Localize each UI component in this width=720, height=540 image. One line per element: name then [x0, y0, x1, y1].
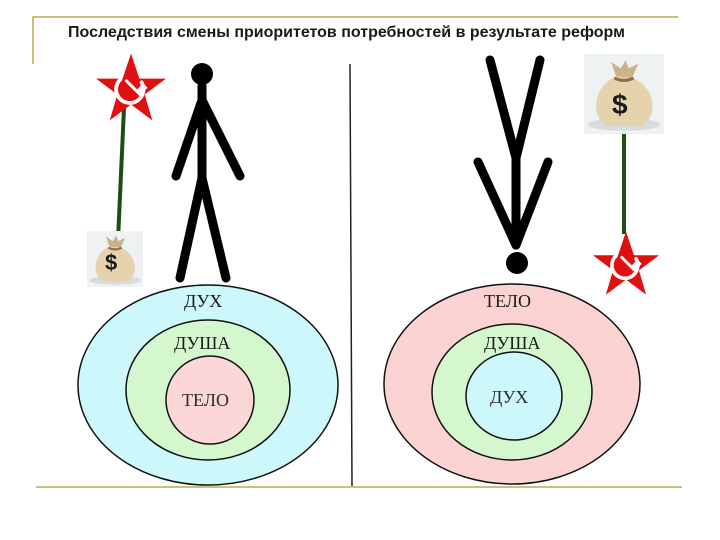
left-money-bag-icon: $	[85, 231, 145, 287]
left-rule	[32, 16, 34, 64]
left-middle-label: ДУША	[174, 333, 230, 353]
svg-text:$: $	[612, 89, 628, 120]
left-pole	[116, 107, 126, 241]
right-group: ТЕЛО ДУША ДУХ $	[383, 54, 666, 485]
inverted-figure	[473, 55, 553, 274]
right-outer-label: ТЕЛО	[484, 291, 531, 311]
right-middle-label: ДУША	[484, 333, 540, 353]
right-inner-ring	[465, 351, 563, 441]
right-hammer-sickle-star-icon	[591, 230, 661, 297]
right-money-bag-icon: $	[582, 54, 666, 134]
left-group: ДУХ ДУША ТЕЛО $	[77, 52, 339, 486]
top-rule	[32, 16, 678, 18]
slide-title: Последствия смены приоритетов потребност…	[68, 24, 625, 41]
left-inner-label: ТЕЛО	[182, 390, 229, 410]
upright-figure	[171, 63, 245, 283]
left-inner-ring	[165, 355, 255, 445]
svg-text:$: $	[105, 250, 117, 275]
right-inner-label: ДУХ	[490, 387, 528, 407]
bottom-rule	[36, 486, 682, 488]
center-divider	[349, 63, 353, 487]
left-hammer-sickle-star-icon	[94, 52, 168, 123]
left-outer-label: ДУХ	[184, 291, 222, 311]
